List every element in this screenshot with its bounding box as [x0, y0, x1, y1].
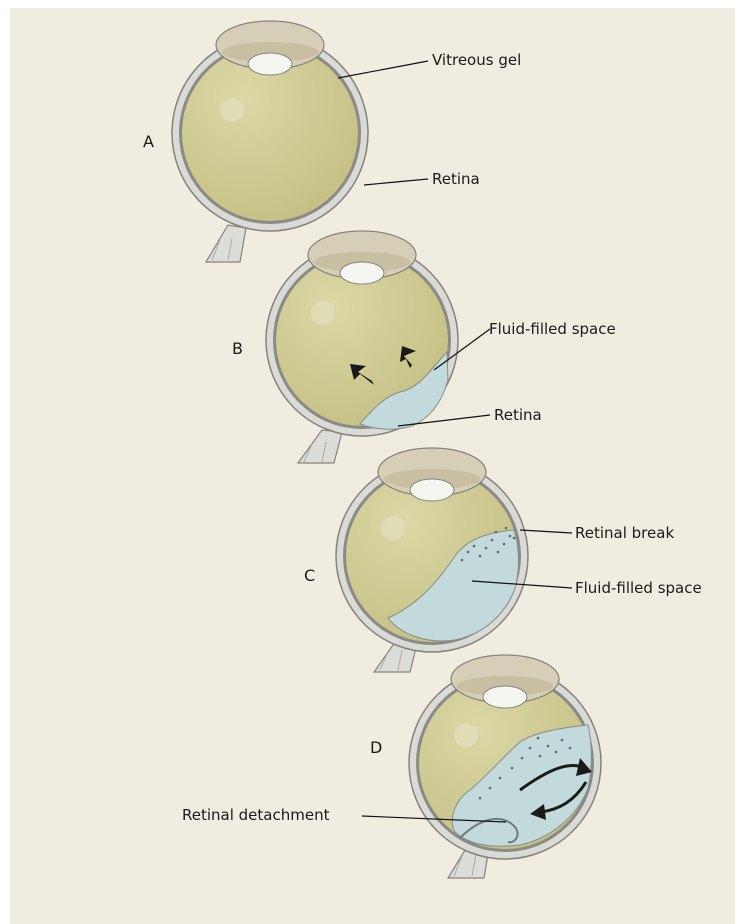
lens [410, 479, 454, 501]
lens [340, 262, 384, 284]
panel-letter-c: C [304, 567, 315, 585]
eye-a [172, 21, 428, 262]
panel-letter-d: D [370, 739, 382, 757]
eye-c [336, 448, 572, 672]
pointer-retinal-break [520, 530, 572, 533]
label-vitreous-gel: Vitreous gel [432, 51, 521, 69]
optic-nerve [298, 430, 342, 463]
label-fluid-filled-space: Fluid-filled space [489, 320, 616, 338]
pointer-retina [364, 179, 428, 185]
lens [248, 53, 292, 75]
label-retinal-detachment: Retinal detachment [182, 806, 329, 824]
label-fluid-filled-space: Fluid-filled space [575, 579, 702, 597]
eye-b [266, 231, 490, 463]
label-retina: Retina [494, 406, 542, 424]
eye-d [362, 655, 601, 878]
label-retinal-break: Retinal break [575, 524, 674, 542]
lens [483, 686, 527, 708]
panel-letter-b: B [232, 340, 243, 358]
optic-nerve [206, 225, 246, 262]
label-retina: Retina [432, 170, 480, 188]
pointer-vitreous-gel [338, 61, 428, 78]
panel-letter-a: A [143, 133, 154, 151]
